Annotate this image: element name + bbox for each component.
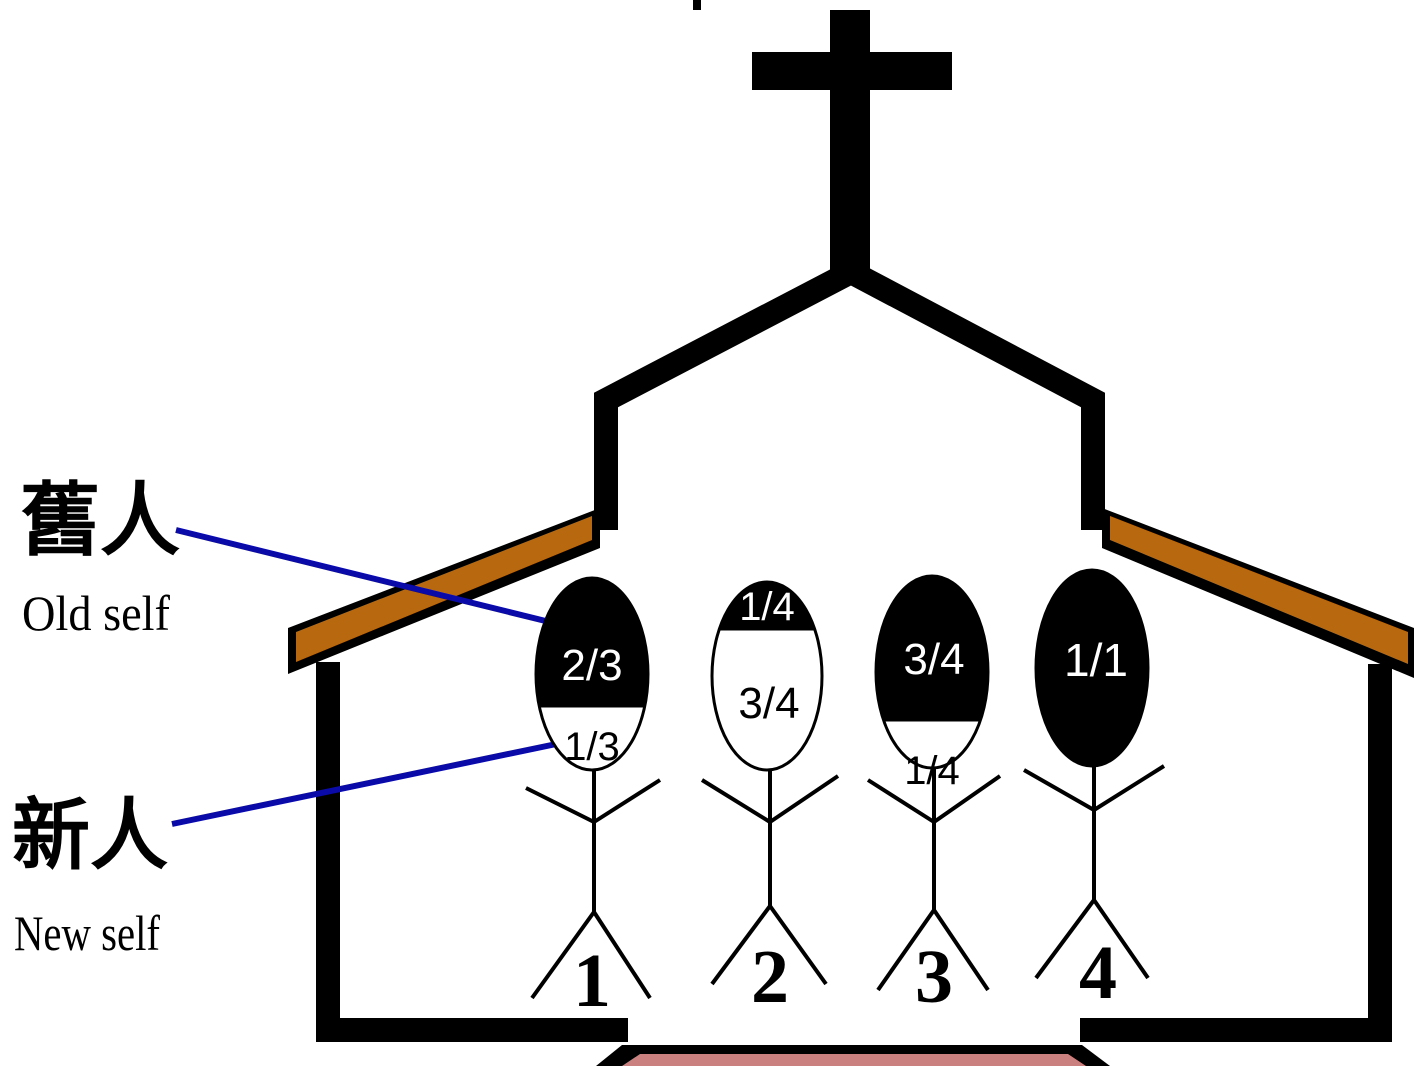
door-step-fill — [622, 1054, 1086, 1066]
figures-group: 2/3 1/3 1 1/4 3/4 2 3/4 1/4 — [525, 568, 1166, 1023]
figure-2-head-outline — [710, 580, 824, 772]
roof-trim-right-fill — [1110, 516, 1408, 664]
church-building — [316, 258, 1392, 1042]
figure-1-bottom-label: 1/3 — [564, 725, 620, 769]
figure-2: 1/4 3/4 2 — [700, 580, 840, 1019]
roof-trim-left-fill — [296, 516, 592, 662]
figure-2-top-label: 1/4 — [739, 585, 795, 629]
old-self-english-label: Old self — [22, 585, 170, 641]
figure-3-number: 3 — [915, 935, 953, 1019]
top-mark — [693, 0, 701, 10]
figure-1-number: 1 — [573, 939, 611, 1023]
figure-3-top-label: 3/4 — [903, 635, 964, 684]
figure-4: 1/1 4 — [1023, 568, 1166, 1015]
figure-4-number: 4 — [1079, 931, 1117, 1015]
cross-icon — [752, 10, 952, 272]
figure-4-top-label: 1/1 — [1064, 634, 1128, 686]
new-self-pointer-line — [171, 739, 567, 827]
figure-2-number: 2 — [751, 935, 789, 1019]
new-self-chinese-label: 新人 — [12, 791, 168, 881]
old-self-pointer-line — [175, 527, 567, 629]
figure-1-top-label: 2/3 — [561, 641, 622, 690]
figure-3: 3/4 1/4 3 — [866, 574, 1002, 1019]
new-self-english-label: New self — [14, 905, 160, 961]
figure-2-bottom-label: 3/4 — [738, 679, 799, 728]
figure-4-old-self-region — [1036, 570, 1148, 766]
figure-1: 2/3 1/3 1 — [525, 576, 662, 1023]
old-self-chinese-label: 舊人 — [20, 474, 180, 567]
